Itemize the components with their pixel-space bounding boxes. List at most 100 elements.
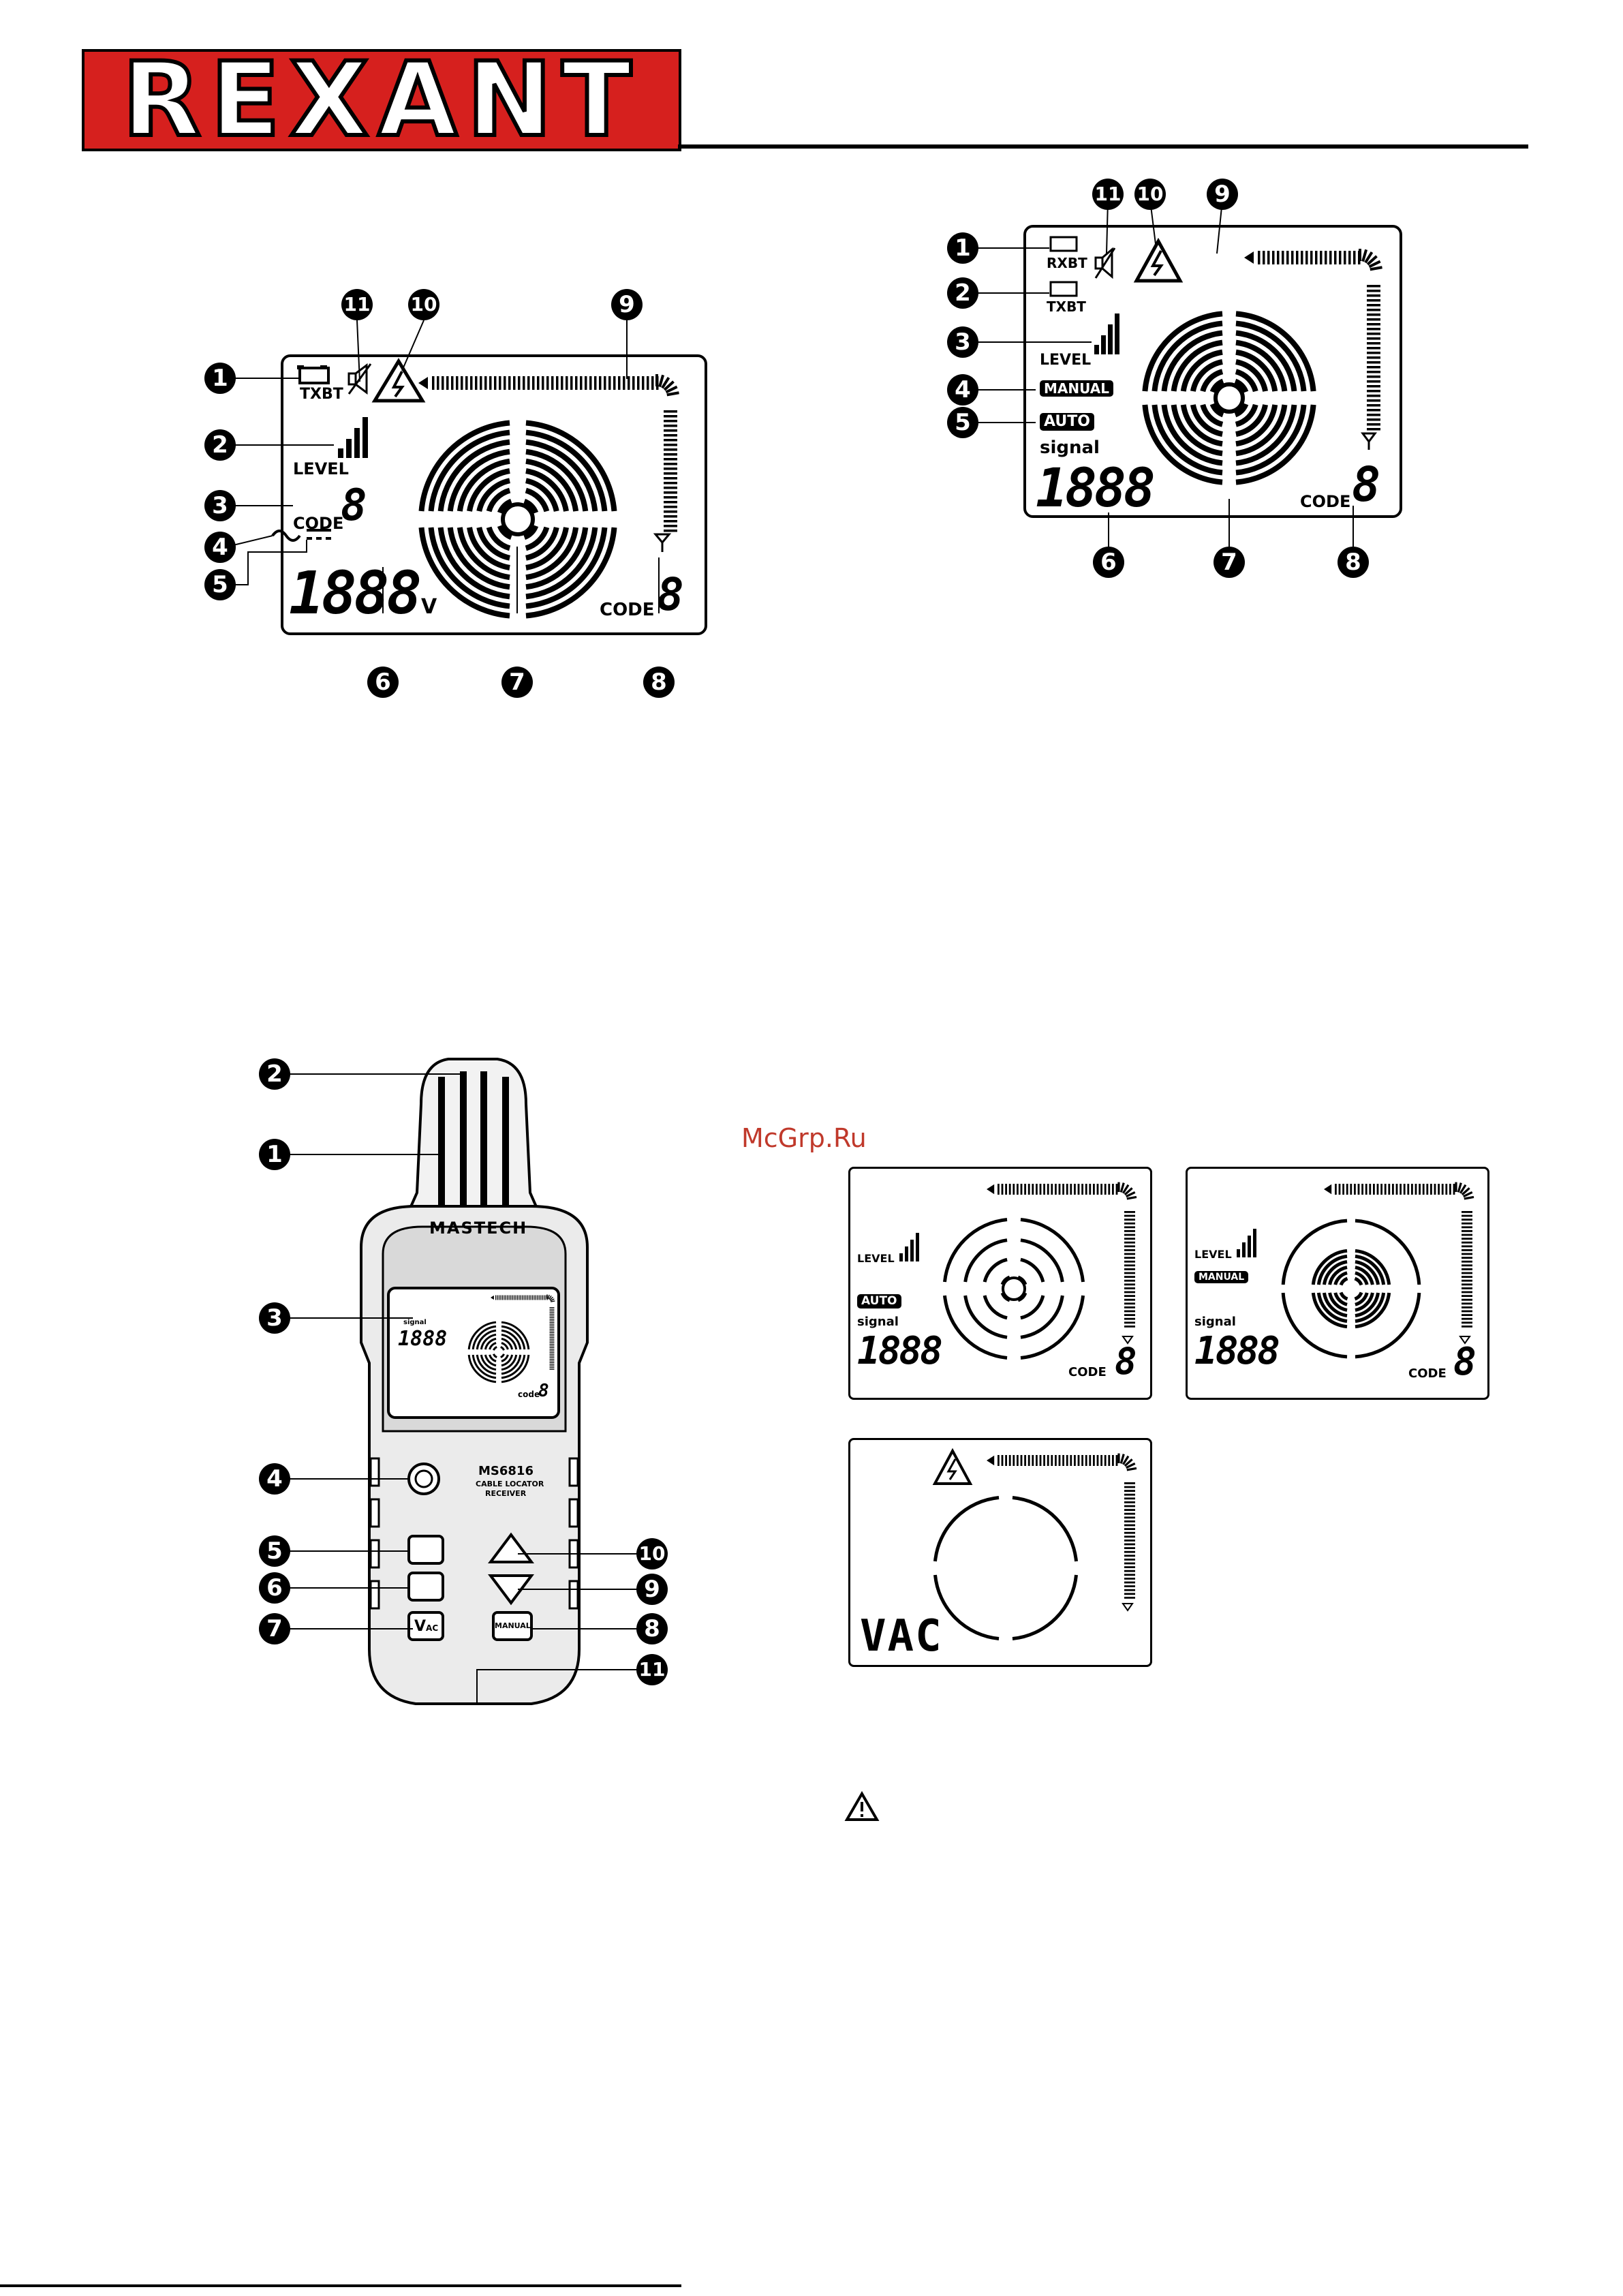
callout-2: 2 [259, 1058, 290, 1090]
antenna-icon [653, 533, 672, 552]
manual-button-label: MANUAL [495, 1621, 531, 1630]
receiver-lcd-figure: RXBT TXBT LEVEL MANUAL AUTO signal 1888 … [947, 179, 1410, 587]
auto-lcd-graphics [899, 1182, 1137, 1360]
footer-rule [0, 2284, 681, 2287]
callout-10: 10 [408, 289, 439, 320]
concentric-target [418, 420, 617, 619]
txbt-label: TXBT [300, 386, 343, 403]
tx-battery-icon [1049, 281, 1078, 297]
auto-badge: AUTO [1040, 413, 1094, 431]
callout-7: 7 [501, 667, 533, 698]
manual-button[interactable] [492, 1611, 533, 1641]
rxbt-label: RXBT [1047, 255, 1087, 271]
rexant-logo: REXANT [82, 47, 681, 153]
device-subtitle-2: RECEIVER [485, 1489, 527, 1498]
high-voltage-warning-icon [932, 1448, 973, 1485]
antenna-icon [1361, 432, 1377, 450]
auto-target-rings [943, 1218, 1085, 1360]
antenna-icon [1122, 1603, 1134, 1612]
bargraph-top [1244, 249, 1382, 431]
ac-symbol [271, 530, 301, 542]
manual-lcd-graphics [1237, 1182, 1474, 1359]
level-label: LEVEL [857, 1252, 895, 1265]
vac-button-label: VAC [414, 1618, 439, 1635]
callout-7: 7 [259, 1613, 290, 1644]
vac-mode-lcd: VAC [848, 1438, 1152, 1667]
device-screen-target [467, 1294, 555, 1383]
device-mini-code: code [518, 1390, 540, 1399]
voltage-digits: 1888 [289, 560, 422, 628]
dc-symbol [307, 529, 331, 540]
battery-icon [297, 365, 330, 384]
device-mini-signal: signal [403, 1319, 427, 1326]
device-subtitle-1: CABLE LOCATOR [476, 1480, 544, 1488]
watermark: McGrp.Ru [741, 1123, 867, 1153]
bargraph-top [418, 374, 679, 532]
receiver-lcd-graphics [970, 200, 1382, 547]
callout-2: 2 [947, 277, 978, 309]
backlight-button[interactable] [407, 1535, 444, 1565]
transmitter-lcd-figure: TXBT LEVEL CODE 8 1888 V CODE 8 1 2 3 4 … [204, 279, 749, 702]
callout-9: 9 [636, 1574, 668, 1605]
power-button[interactable] [407, 1463, 440, 1495]
high-voltage-warning-icon [1133, 237, 1184, 283]
device-model: MS6816 [478, 1464, 534, 1478]
signal-label: signal [1194, 1315, 1236, 1329]
level-label: LEVEL [1040, 352, 1092, 369]
high-voltage-warning-icon [371, 358, 426, 403]
antenna-icon [1459, 1336, 1471, 1345]
vac-button[interactable] [407, 1611, 444, 1641]
up-button[interactable] [488, 1532, 534, 1563]
device-outline [282, 1058, 645, 1705]
signal-digits: 1888 [1036, 458, 1156, 519]
callout-6: 6 [367, 667, 399, 698]
code2-digit: 8 [657, 568, 684, 621]
callout-6: 6 [259, 1572, 290, 1604]
callout-8: 8 [1338, 547, 1369, 578]
code-label: CODE [1300, 492, 1351, 511]
callout-5: 5 [259, 1535, 290, 1567]
callout-2: 2 [204, 429, 236, 461]
txbt-label: TXBT [1047, 299, 1086, 315]
vac-target-ring [933, 1495, 1079, 1641]
leader-lines [282, 1073, 645, 1704]
mute-button[interactable] [407, 1572, 444, 1602]
signal-label: signal [1040, 438, 1100, 458]
rx-battery-icon [1049, 236, 1078, 252]
code-digit: 8 [1352, 457, 1381, 512]
concentric-target [1142, 311, 1316, 485]
code-digit: 8 [1453, 1340, 1477, 1384]
callout-6: 6 [1093, 547, 1124, 578]
callout-1: 1 [204, 363, 236, 394]
callout-8: 8 [636, 1613, 668, 1644]
vac-text: VAC [860, 1611, 943, 1662]
vac-lcd-graphics [932, 1448, 1137, 1641]
auto-badge: AUTO [857, 1294, 901, 1308]
level-label: LEVEL [1194, 1248, 1232, 1261]
manual-mode-lcd: LEVEL MANUAL signal 1888 CODE 8 [1186, 1167, 1489, 1400]
signal-digits: 1888 [1194, 1329, 1280, 1373]
callout-3: 3 [259, 1302, 290, 1334]
code-label: CODE [293, 514, 344, 533]
callout-4: 4 [259, 1463, 290, 1495]
leader-lines [227, 320, 660, 613]
code-digit: 8 [341, 480, 367, 531]
transmitter-lcd [281, 354, 707, 635]
manual-target-rings [1281, 1219, 1421, 1359]
manual-badge: MANUAL [1040, 380, 1113, 397]
level-label: LEVEL [293, 459, 349, 478]
receiver-device-figure: MASTECH signal 1888 code 8 MS6816 CABLE … [259, 1050, 668, 1717]
callout-7: 7 [1214, 547, 1245, 578]
callout-9: 9 [1207, 179, 1238, 210]
signal-level-bars [1237, 1229, 1256, 1257]
callout-11: 11 [636, 1654, 668, 1685]
callout-5: 5 [204, 569, 236, 600]
callout-8: 8 [643, 667, 675, 698]
signal-level-bars [899, 1233, 919, 1261]
device-mini-digits: 1888 [398, 1327, 448, 1351]
callout-10: 10 [1134, 179, 1166, 210]
code-label: CODE [1408, 1366, 1447, 1381]
code-label: CODE [1068, 1365, 1107, 1379]
callout-11: 11 [341, 289, 373, 320]
callout-4: 4 [204, 532, 236, 563]
